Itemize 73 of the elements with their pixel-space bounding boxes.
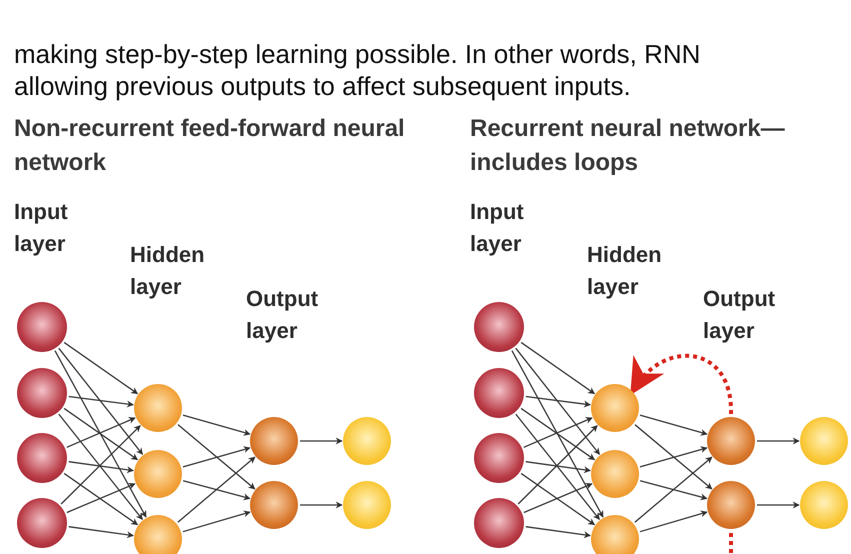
connection-arrow [634, 424, 712, 490]
layer-label: Output layer [703, 285, 776, 345]
input-neuron [17, 498, 67, 548]
hidden-neuron [591, 384, 639, 432]
result-neuron [343, 417, 391, 465]
output-neuron [250, 481, 298, 529]
output-neuron [250, 417, 298, 465]
input-neuron [474, 368, 524, 418]
input-neuron [17, 433, 67, 483]
connection-arrow [511, 350, 604, 518]
connection-arrow [520, 408, 596, 460]
connection-arrow [58, 348, 144, 455]
connection-arrow [68, 396, 134, 408]
hidden-neuron [134, 450, 182, 498]
layer-label: Output layer [246, 285, 320, 345]
connection-arrow [526, 461, 591, 474]
connection-arrow [526, 526, 591, 538]
hidden-neuron [591, 515, 639, 554]
connection-arrow [68, 461, 134, 474]
connection-arrow [182, 480, 251, 500]
connection-arrow [182, 510, 251, 532]
connection-arrow [58, 414, 143, 520]
connection-arrow [515, 414, 600, 520]
connection-arrow [177, 456, 256, 523]
connection-arrow [757, 438, 800, 444]
connection-arrow [640, 480, 708, 500]
input-neuron [474, 433, 524, 483]
connection-arrow [60, 425, 141, 504]
hidden-neuron [134, 384, 182, 432]
input-neuron [474, 498, 524, 548]
input-neuron [474, 302, 524, 352]
layer-label: Hidden layer [587, 241, 663, 301]
connection-arrow [66, 417, 136, 448]
connection-arrow [640, 446, 708, 468]
output-neuron [707, 417, 755, 465]
connection-arrow [182, 414, 251, 436]
hidden-neuron [591, 450, 639, 498]
layer-label: Hidden layer [130, 241, 206, 301]
layer-label: Input layer [14, 198, 69, 258]
result-neuron [343, 481, 391, 529]
connection-arrow [182, 446, 251, 468]
result-neuron [800, 481, 848, 529]
connection-arrow [634, 456, 712, 523]
hidden-neuron [134, 515, 182, 554]
feedback-loop-arrow [630, 354, 733, 414]
connection-arrow [524, 482, 593, 514]
result-neuron [800, 417, 848, 465]
connection-arrow [515, 348, 600, 455]
connection-arrow [300, 438, 343, 444]
connection-arrow [757, 502, 800, 508]
connection-arrow [640, 414, 708, 436]
panel-heading: Recurrent neural network— includes loops [470, 114, 786, 178]
connection-arrow [178, 424, 256, 490]
connection-arrow [520, 472, 596, 526]
connection-arrow [526, 396, 591, 408]
connection-arrow [640, 510, 708, 532]
connection-arrow [520, 342, 596, 394]
layer-label: Input layer [470, 198, 525, 258]
paragraph-text: making step-by-step learning possible. In other words, RNN [14, 38, 700, 70]
connection-arrow [64, 472, 138, 526]
connection-arrow [68, 526, 134, 538]
connection-arrow [524, 417, 593, 448]
connection-arrow [64, 342, 138, 394]
connection-arrow [300, 502, 343, 508]
connection-arrow [66, 482, 136, 514]
input-neuron [17, 302, 67, 352]
input-neuron [17, 368, 67, 418]
connection-arrow [54, 350, 147, 518]
connection-arrow [64, 408, 138, 460]
connection-arrow [518, 425, 598, 504]
paragraph-text: allowing previous outputs to affect subsequent inputs. [14, 70, 631, 102]
panel-heading: Non-recurrent feed-forward neural network [14, 114, 406, 178]
output-neuron [707, 481, 755, 529]
